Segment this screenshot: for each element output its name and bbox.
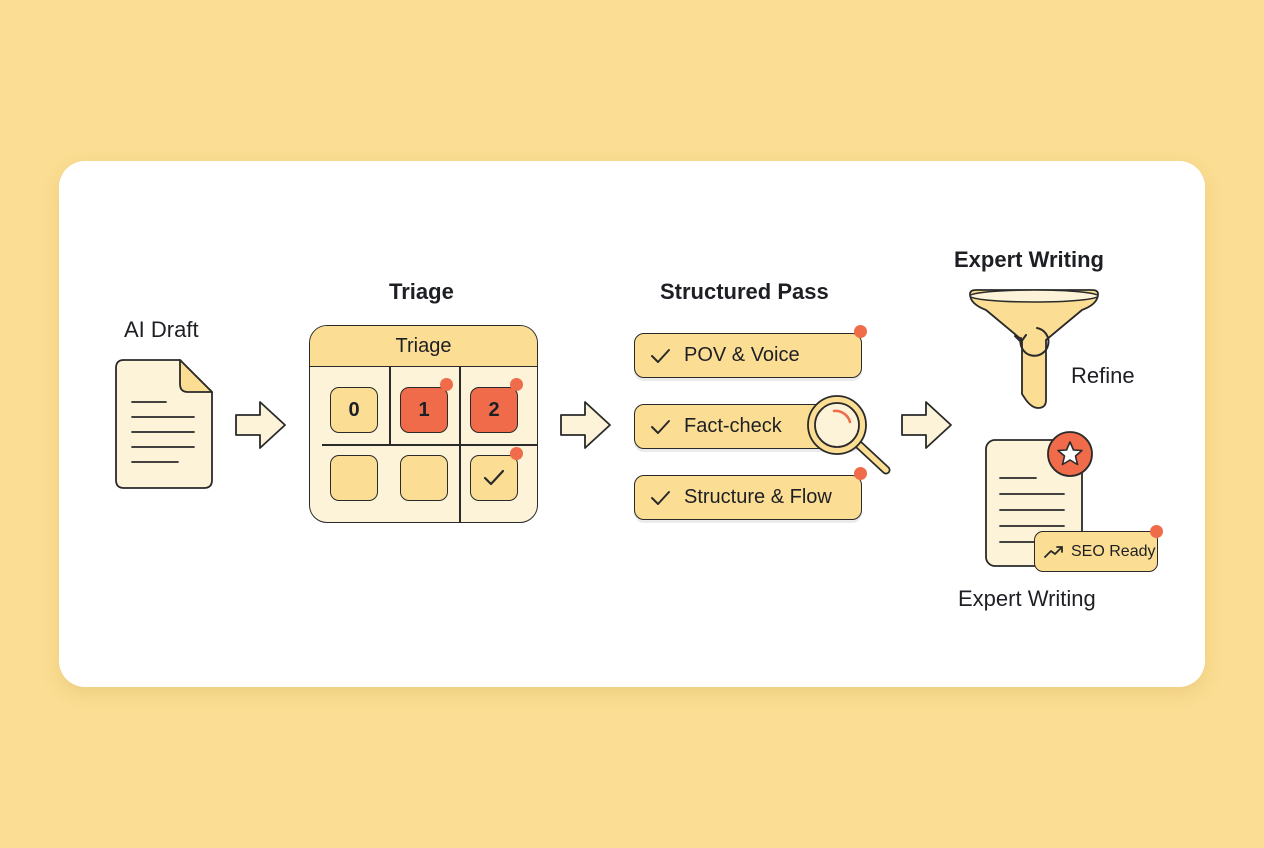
- check-icon: [483, 469, 505, 486]
- pass-item-label: Fact-check: [684, 415, 782, 437]
- refine-label: Refine: [1071, 363, 1135, 388]
- arrow-right-icon: [235, 401, 286, 449]
- grid-divider: [322, 444, 537, 446]
- notification-dot: [854, 467, 867, 480]
- triage-cell-empty[interactable]: [330, 455, 378, 501]
- pass-item-structure-flow[interactable]: Structure & Flow: [634, 475, 862, 520]
- funnel-icon: [969, 289, 1099, 409]
- triage-title: Triage: [389, 279, 454, 304]
- refresh-icon: [1014, 327, 1050, 357]
- arrow-right-icon: [560, 401, 611, 449]
- notification-dot: [440, 378, 453, 391]
- grid-divider: [389, 366, 391, 446]
- triage-cell-checked[interactable]: [470, 455, 518, 501]
- structured-pass-title: Structured Pass: [660, 279, 829, 304]
- magnifier-icon: [807, 395, 891, 475]
- triage-cell-2[interactable]: 2: [470, 387, 518, 433]
- triage-cell-0[interactable]: 0: [330, 387, 378, 433]
- seo-ready-label: SEO Ready: [1071, 542, 1156, 560]
- pass-item-label: POV & Voice: [684, 344, 800, 366]
- seo-ready-badge: SEO Ready: [1034, 531, 1158, 572]
- notification-dot: [1150, 525, 1163, 538]
- document-icon: [115, 359, 213, 489]
- star-icon: [1047, 431, 1093, 477]
- check-icon: [651, 490, 670, 505]
- notification-dot: [510, 378, 523, 391]
- triage-panel-header: Triage: [310, 326, 537, 367]
- notification-dot: [510, 447, 523, 460]
- ai-draft-label: AI Draft: [124, 317, 199, 342]
- check-icon: [651, 419, 670, 434]
- trend-up-icon: [1044, 545, 1063, 558]
- check-icon: [651, 348, 670, 363]
- expert-writing-caption: Expert Writing: [958, 586, 1096, 611]
- arrow-right-icon: [901, 401, 952, 449]
- pass-item-label: Structure & Flow: [684, 486, 832, 508]
- triage-cell-1[interactable]: 1: [400, 387, 448, 433]
- pass-item-pov-voice[interactable]: POV & Voice: [634, 333, 862, 378]
- notification-dot: [854, 325, 867, 338]
- triage-cell-empty[interactable]: [400, 455, 448, 501]
- expert-writing-title: Expert Writing: [954, 247, 1104, 272]
